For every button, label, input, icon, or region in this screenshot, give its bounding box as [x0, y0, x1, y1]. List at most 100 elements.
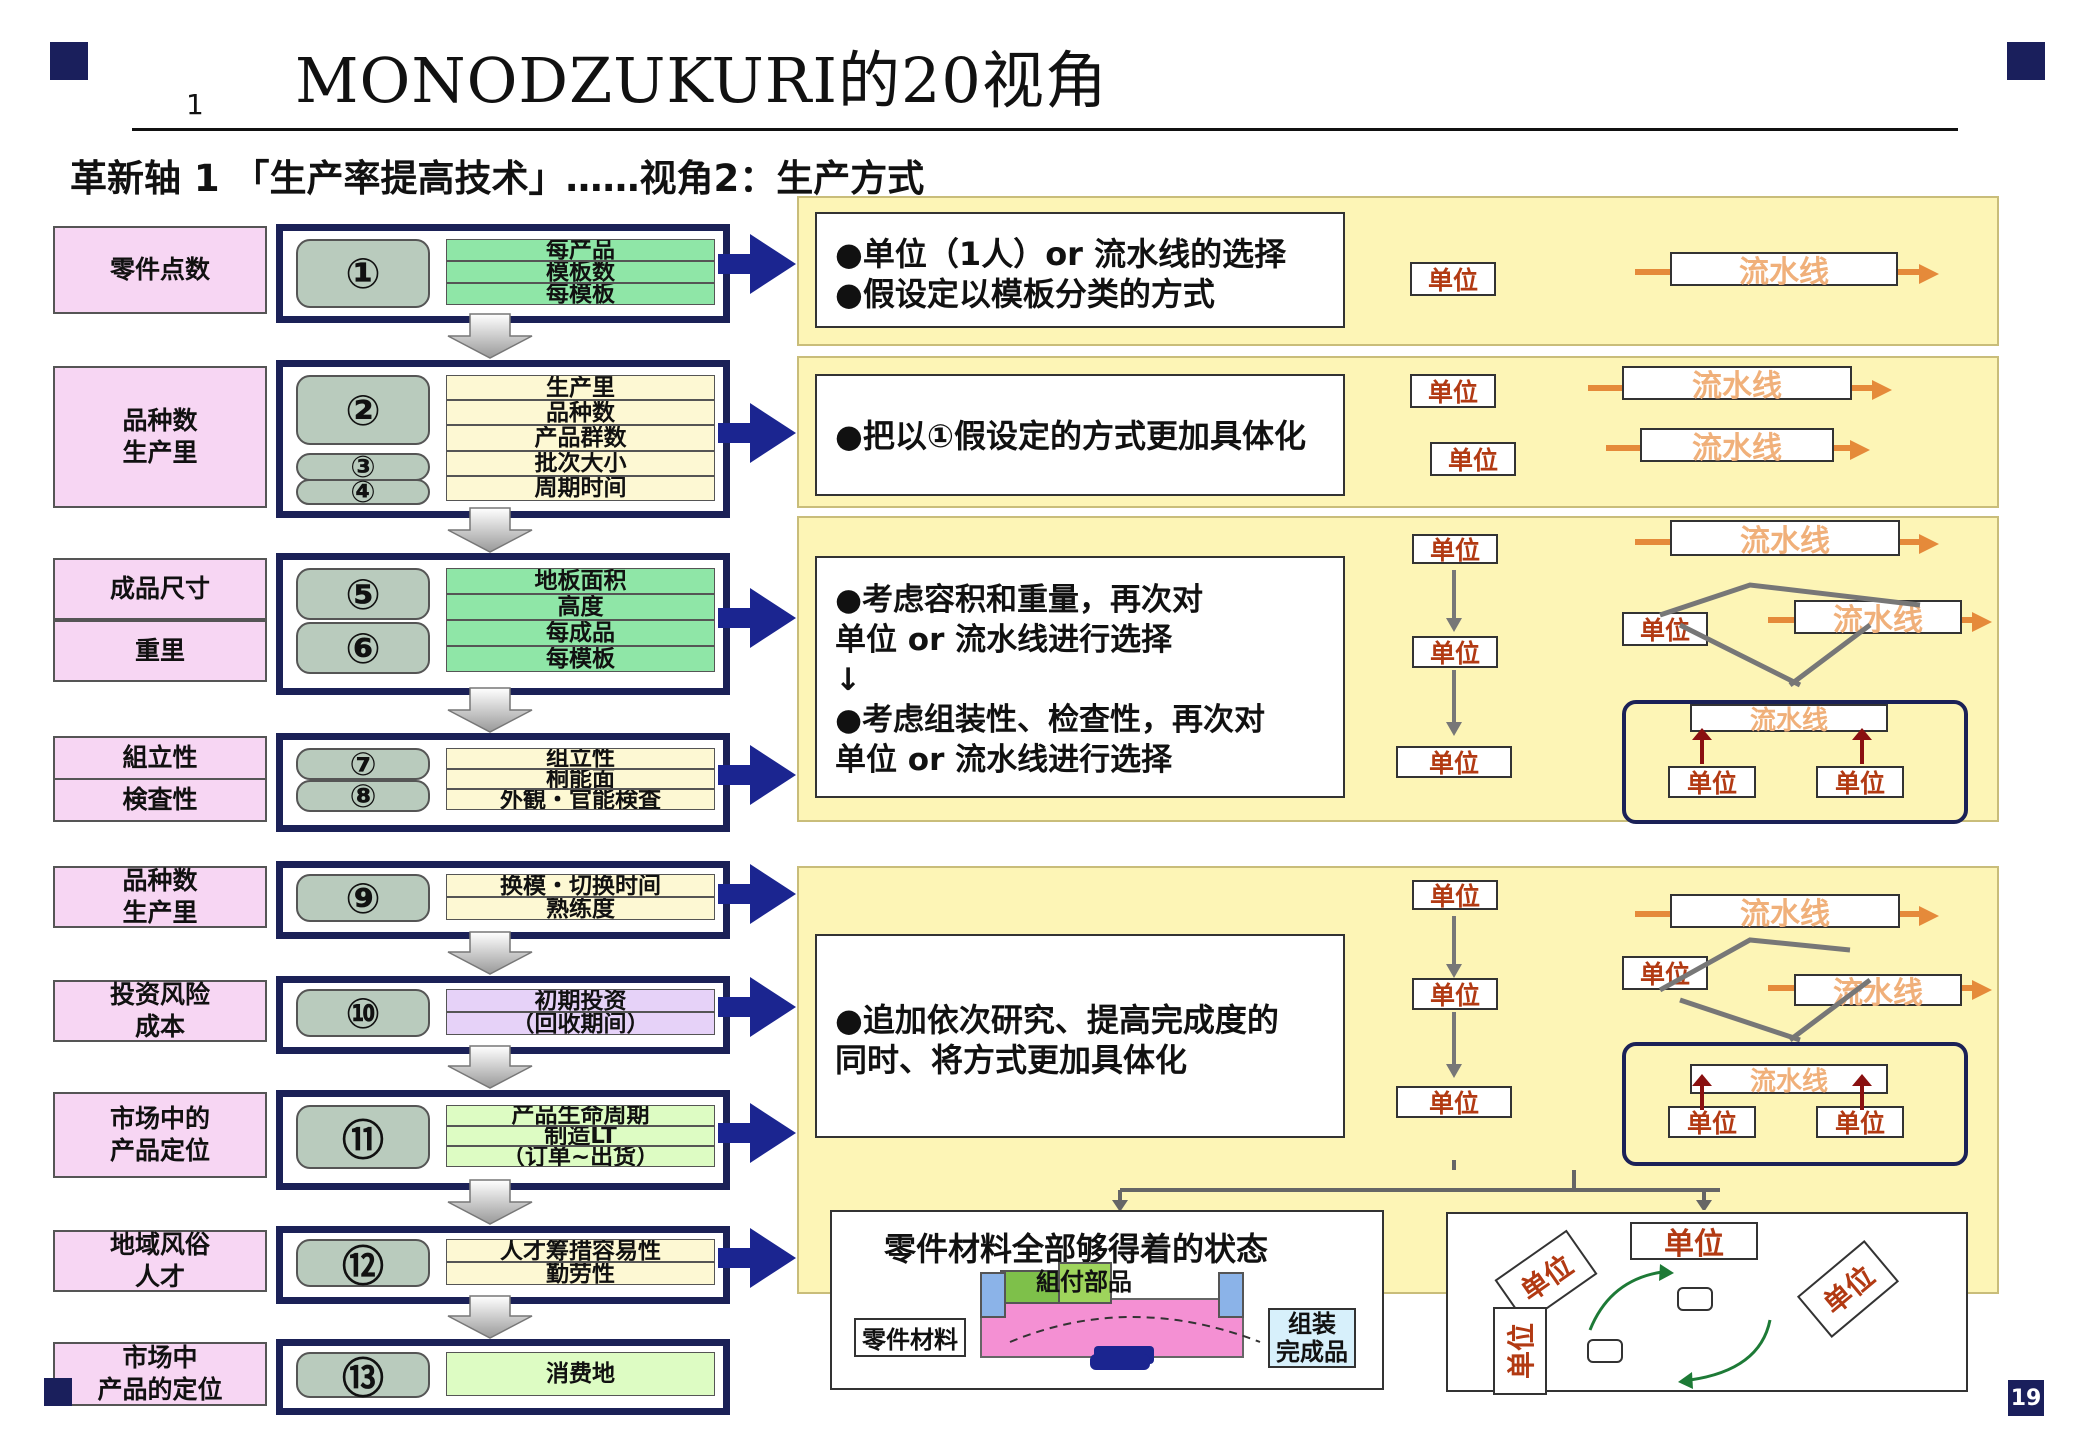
right-arrow	[718, 588, 796, 648]
subtitle: 革新轴 1 「生产率提高技术」……视角2：生产方式	[70, 157, 925, 200]
down-arrow	[447, 313, 533, 359]
factor-row: （回收期间）	[446, 1012, 715, 1035]
label-region-talent: 地域风俗 人才	[53, 1230, 267, 1292]
factor-row: 换模・切换时间	[446, 874, 715, 897]
integrated-cell-frame	[1622, 700, 1968, 824]
factor-row: 消费地	[446, 1352, 715, 1396]
parts-blue-block	[980, 1272, 1006, 1318]
factor-row: 制造LT	[446, 1125, 715, 1147]
factor-box-1: ① 每产品 模板数 每模板	[276, 224, 730, 323]
unit-cell: 单位	[1630, 1222, 1758, 1262]
flow-line: 流水线	[1794, 974, 1962, 1011]
factor-box-3: ⑤ ⑥ 地板面积 高度 每成品 每模板	[276, 553, 730, 695]
panel-2-text: ●把以①假设定的方式更加具体化	[815, 374, 1345, 496]
feed-arrows	[1692, 728, 1872, 764]
unit-cell: 单位	[1816, 766, 1904, 798]
page-title: MONODZUKURI的20视角	[295, 44, 1108, 117]
panel-1-text: ●单位（1人）or 流水线的选择 ●假设定以模板分类的方式	[815, 212, 1345, 328]
down-arrow	[447, 931, 533, 975]
factor-number: ⑪	[296, 1105, 430, 1169]
down-arrow	[447, 507, 533, 553]
right-arrow	[718, 745, 796, 805]
factor-row: 高度	[446, 594, 715, 620]
right-arrow	[718, 403, 796, 463]
factor-row: 外観・官能検査	[446, 789, 715, 811]
factor-number: ⑩	[296, 989, 430, 1038]
unit-cell: 单位	[1410, 374, 1496, 408]
worker-icon	[1090, 1354, 1150, 1370]
factor-row: 每产品	[446, 239, 715, 261]
factor-row: 品种数	[446, 400, 715, 426]
flow-line: 流水线	[1690, 1064, 1888, 1097]
factor-number: ⑧	[296, 777, 430, 815]
merge-arrows	[1658, 937, 1872, 1043]
label-market-position: 市场中的 产品定位	[53, 1092, 267, 1178]
integrated-cell-frame	[1622, 1042, 1968, 1166]
unit-cell: 单位	[1816, 1106, 1904, 1138]
flow-line: 流水线	[1690, 704, 1888, 736]
factor-row: （订单~出货）	[446, 1146, 715, 1168]
right-arrow	[718, 864, 796, 924]
factor-number: ⑦	[296, 745, 430, 783]
unit-cell: 单位	[1412, 534, 1498, 565]
factor-row: 每模板	[446, 283, 715, 305]
down-arrow	[447, 1045, 533, 1089]
label-variety-volume: 品种数 生产里	[53, 366, 267, 508]
rotation-arrows	[1587, 1264, 1772, 1389]
factor-row: 桐能面	[446, 768, 715, 790]
flow-line: 流水线	[1622, 366, 1852, 404]
label-parts-count: 零件点数	[53, 226, 267, 314]
corner-square-bottom-left	[44, 1378, 72, 1406]
header-rule	[132, 128, 1958, 131]
unit-flow-arrows	[1446, 570, 1462, 736]
label-market-product-position: 市场中 产品的定位	[53, 1342, 267, 1406]
factor-row: 地板面积	[446, 568, 715, 594]
factor-box-5: ⑨ 换模・切换时间 熟练度	[276, 861, 730, 939]
label-weight: 重里	[53, 620, 267, 682]
right-arrow	[718, 977, 796, 1037]
factor-box-7: ⑪ 产品生命周期 制造LT （订单~出货）	[276, 1090, 730, 1190]
unit-cell: 单位	[1412, 636, 1498, 668]
feed-arrows	[1692, 1074, 1872, 1110]
panel-3-text: ●考虑容积和重量，再次对 单位 or 流水线进行选择 ↓ ●考虑组装性、检查性，…	[815, 556, 1345, 798]
factor-number: ⑬	[296, 1352, 430, 1403]
factor-row: 每成品	[446, 620, 715, 646]
label-variety-volume-2: 品种数 生产里	[53, 866, 267, 928]
factor-box-9: ⑬ 消费地	[276, 1339, 730, 1415]
factor-row: 产品生命周期	[446, 1105, 715, 1126]
factor-number: ②	[296, 375, 430, 445]
factor-box-4: ⑦ ⑧ 组立性 桐能面 外観・官能検査	[276, 733, 730, 832]
corner-square-left	[50, 42, 88, 80]
branch-connector	[1112, 1160, 1720, 1210]
unit-cell: 单位	[1396, 746, 1512, 778]
right-arrow	[718, 1103, 796, 1163]
unit-cell: 单位	[1410, 262, 1496, 296]
unit-cell: 单位	[1430, 442, 1516, 476]
factor-row: 人才筹措容易性	[446, 1239, 715, 1262]
parts-blue-block	[1218, 1272, 1244, 1318]
parts-state-title: 零件材料全部够得着的状态	[884, 1230, 1269, 1268]
panel-4-text: ●追加依次研究、提高完成度的 同时、将方式更加具体化	[815, 934, 1345, 1138]
factor-row: 批次大小	[446, 450, 715, 476]
factor-number: ⑨	[296, 874, 430, 923]
factor-row: 勤劳性	[446, 1262, 715, 1285]
flow-line: 流水线	[1640, 428, 1834, 466]
factor-row: 周期时间	[446, 475, 715, 502]
flow-line: 流水线	[1670, 252, 1898, 290]
right-arrow	[718, 1228, 796, 1288]
unit-cell: 单位	[1396, 1086, 1512, 1118]
unit-cell-vertical: 单位	[1493, 1307, 1547, 1395]
factor-row: 每模板	[446, 646, 715, 672]
down-arrow	[447, 687, 533, 733]
unit-cell: 单位	[1412, 978, 1498, 1010]
right-arrow	[718, 234, 796, 294]
label-investment-risk: 投资风险 成本	[53, 980, 267, 1042]
finished-goods-label: 组装 完成品	[1268, 1308, 1356, 1368]
label-inspectability: 検査性	[53, 778, 267, 822]
down-arrow	[447, 1295, 533, 1339]
corner-square-right	[2007, 42, 2045, 80]
subassembly-label: 組付部品	[1036, 1268, 1132, 1296]
factor-row: 熟练度	[446, 897, 715, 920]
factor-number: ④	[296, 475, 430, 510]
